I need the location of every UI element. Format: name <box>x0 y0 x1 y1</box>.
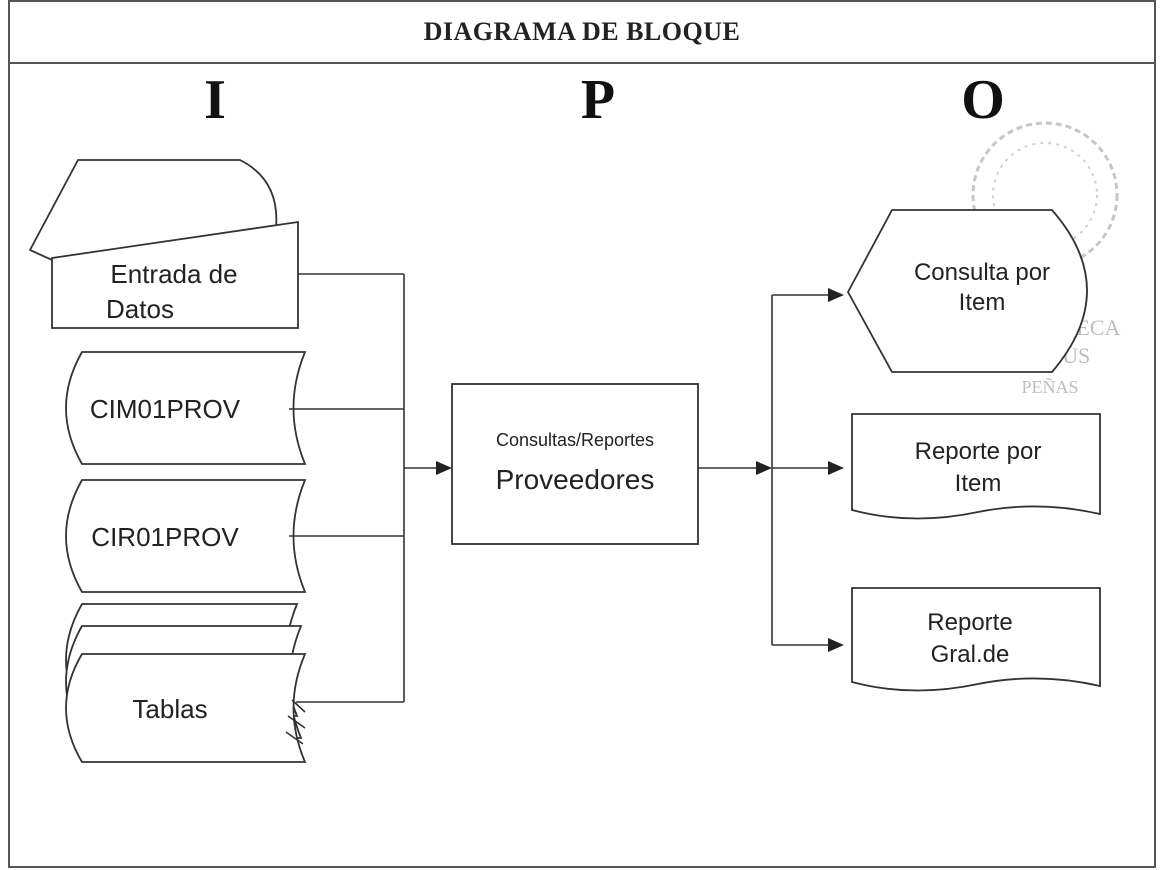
report-general-shape: Reporte Gral.de <box>851 587 1101 692</box>
manual-input-label-1: Entrada de <box>110 259 237 289</box>
column-process-header: P <box>581 69 615 131</box>
file-cim01prov-shape: CIM01PROV <box>65 351 307 465</box>
process-box: Consultas/Reportes Proveedores <box>451 383 699 545</box>
report-item-shape: Reporte por Item <box>851 413 1101 520</box>
input-connectors <box>289 273 452 703</box>
manual-input-shape: Entrada de Datos <box>28 159 299 329</box>
arrow-to-output-bus <box>756 461 772 475</box>
tables-stack-shape: Tablas <box>65 603 307 763</box>
output-connectors <box>698 288 844 652</box>
process-label-1: Consultas/Reportes <box>496 430 654 450</box>
column-output-header: O <box>961 69 1005 131</box>
display-output-shape: Consulta por Item <box>846 209 1088 373</box>
process-label-2: Proveedores <box>496 464 655 495</box>
manual-input-label-2: Datos <box>106 294 174 324</box>
display-label-2: Item <box>959 289 1006 316</box>
file-cir01prov-label: CIR01PROV <box>91 522 239 552</box>
report-item-label-1: Reporte por <box>915 438 1042 465</box>
arrow-to-process <box>436 461 452 475</box>
file-cir01prov-shape: CIR01PROV <box>65 479 307 593</box>
file-cim01prov-label: CIM01PROV <box>90 394 241 424</box>
stamp-line-3: PEÑAS <box>1021 376 1078 397</box>
tables-label: Tablas <box>132 694 207 724</box>
report-general-label-1: Reporte <box>927 609 1012 636</box>
report-item-label-2: Item <box>955 470 1002 497</box>
arrow-to-report-general <box>828 638 844 652</box>
column-input-header: I <box>204 69 226 131</box>
display-label-1: Consulta por <box>914 259 1050 286</box>
arrow-to-display <box>828 288 844 302</box>
arrow-to-report-item <box>828 461 844 475</box>
report-general-label-2: Gral.de <box>931 641 1010 668</box>
diagram-title: DIAGRAMA DE BLOQUE <box>10 2 1154 64</box>
